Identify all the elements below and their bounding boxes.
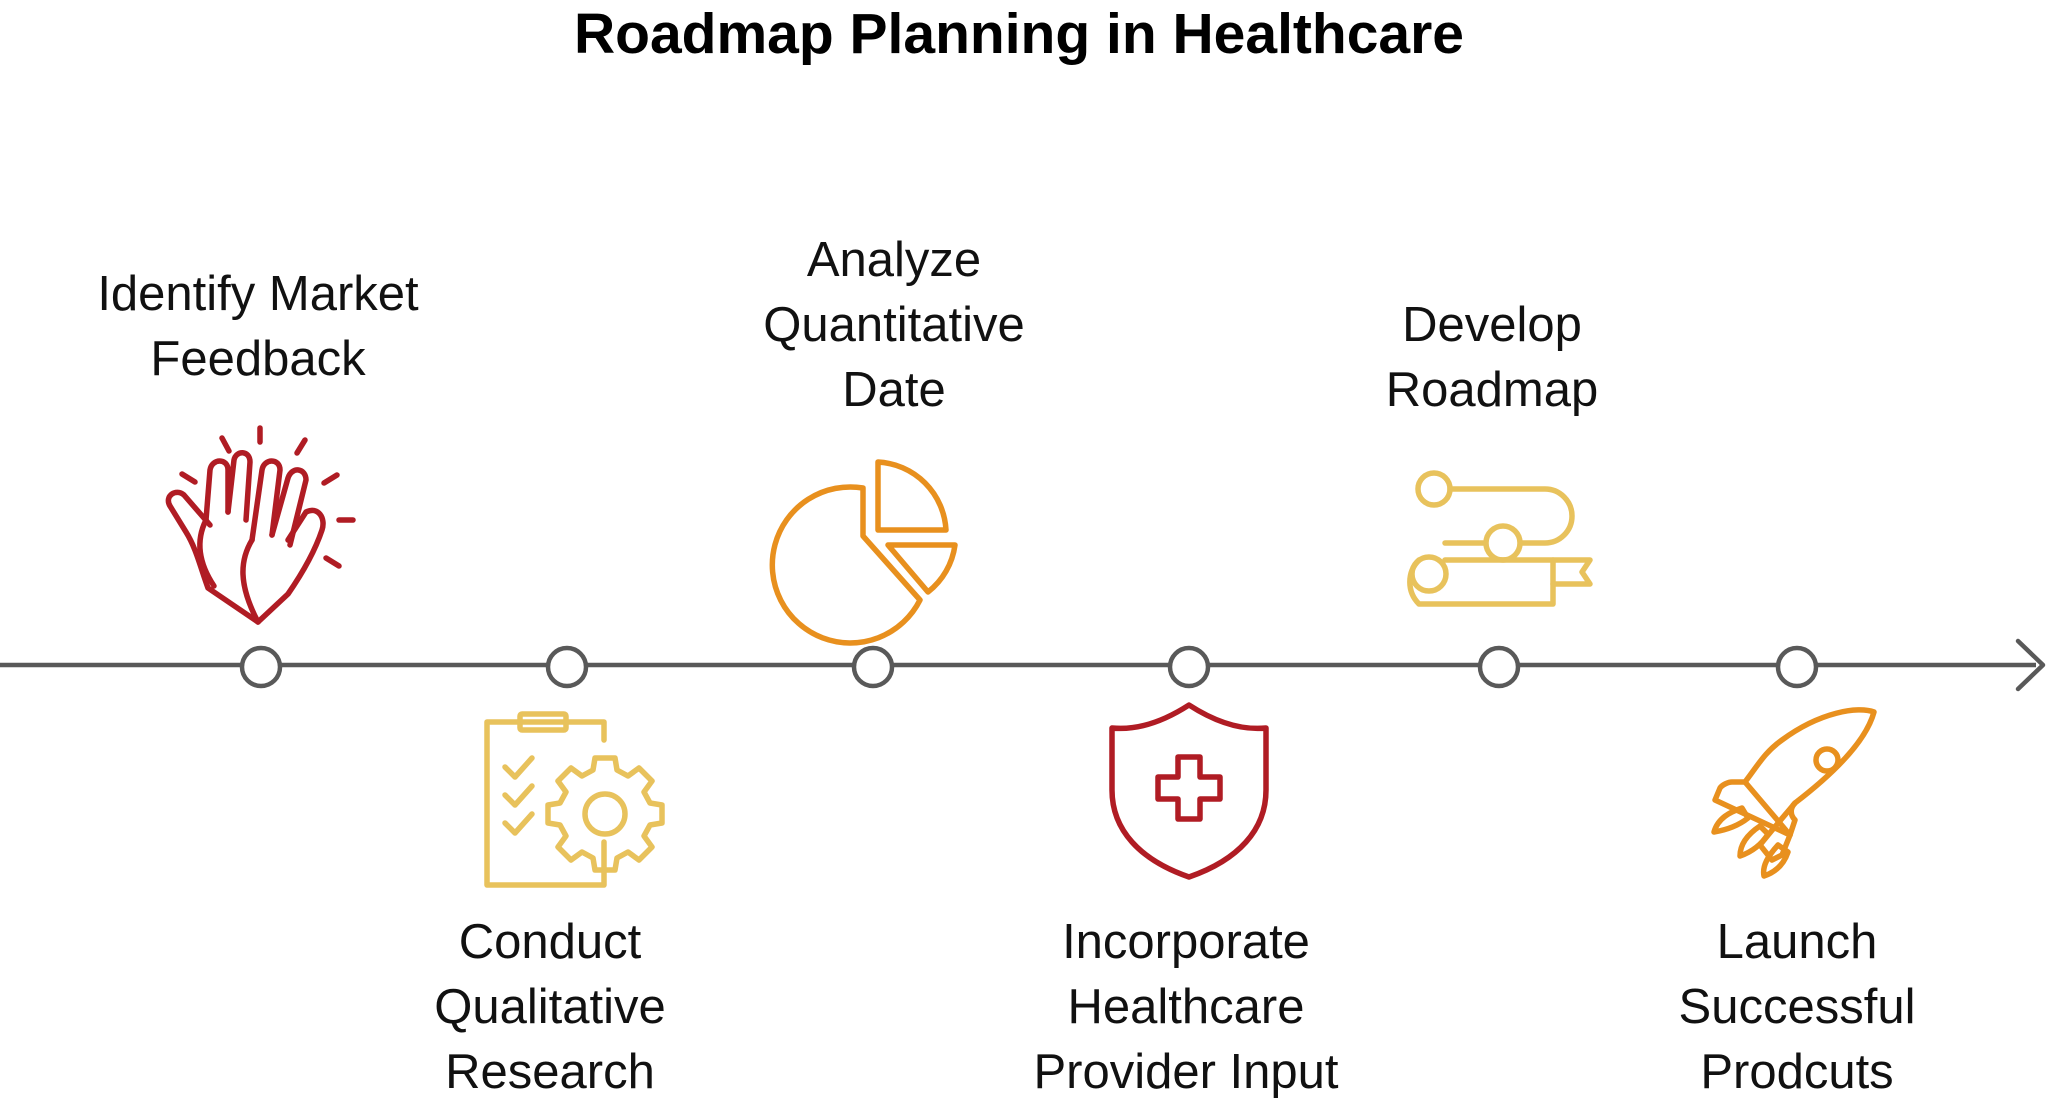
step-label-5: Develop Roadmap [1385, 298, 1599, 417]
milestone-node-6 [1775, 645, 1819, 689]
milestone-node-5 [1477, 645, 1521, 689]
step-label-6: Launch Successful Prodcuts [1678, 915, 1916, 1099]
page-title: Roadmap Planning in Healthcare [573, 2, 1464, 66]
milestone-node-2 [545, 645, 589, 689]
clipboard-gear-icon [484, 711, 665, 888]
high-five-icon [165, 425, 356, 625]
pie-chart-icon [769, 459, 958, 646]
route-map-icon [1407, 470, 1593, 607]
step-label-2: Conduct Qualitative Research [434, 915, 666, 1099]
step-label-4: Incorporate Healthcare Provider Input [1033, 915, 1339, 1099]
step-label-3: Analyze Quantitative Date [763, 233, 1025, 417]
milestone-node-1 [239, 645, 283, 689]
milestone-node-4 [1167, 645, 1211, 689]
timeline-arrowhead [2015, 638, 2046, 692]
medical-shield-icon [1109, 702, 1269, 880]
milestone-node-3 [851, 645, 895, 689]
rocket-icon [1711, 707, 1877, 879]
step-label-1: Identify Market Feedback [97, 267, 419, 386]
